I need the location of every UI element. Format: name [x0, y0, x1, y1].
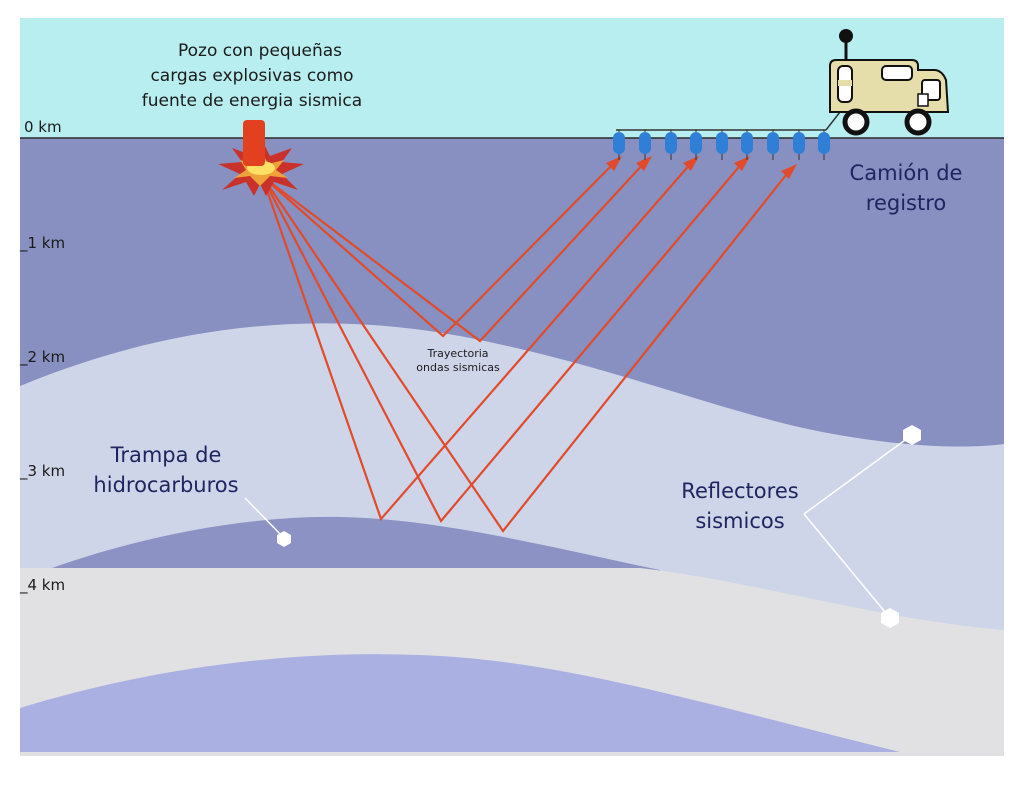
explosive-charge	[243, 120, 265, 166]
svg-text:cargas explosivas como: cargas explosivas como	[150, 66, 353, 86]
truck-connector-cable	[825, 111, 841, 131]
pointer-marker-icon	[903, 425, 921, 445]
seismic-ray	[261, 169, 791, 533]
trap-pointer-line	[244, 497, 285, 539]
depth-label-4: _4 km	[19, 576, 65, 595]
depth-label-2: _2 km	[19, 348, 65, 367]
pointer-marker-icon	[277, 531, 291, 547]
reflectors-label: Reflectores sismicos	[681, 479, 798, 533]
svg-text:Pozo con pequeñas: Pozo con pequeñas	[178, 41, 342, 61]
truck-label: Camión de registro	[850, 161, 963, 215]
geophone-icon	[716, 130, 728, 160]
seismic-ray	[261, 161, 744, 523]
svg-text:Camión de: Camión de	[850, 161, 963, 185]
seismic-ray	[261, 161, 646, 343]
seismic-ray	[261, 161, 616, 338]
geophone-array	[613, 130, 830, 160]
svg-text:Trampa de: Trampa de	[110, 443, 222, 467]
geophone-icon	[639, 130, 651, 160]
pointer-marker-icon	[881, 608, 899, 628]
svg-text:Trayectoria: Trayectoria	[426, 347, 488, 360]
ray-arrowheads	[606, 156, 797, 179]
svg-text:hidrocarburos: hidrocarburos	[93, 473, 238, 497]
depth-label-0: 0 km	[24, 118, 62, 136]
geophone-icon	[613, 130, 625, 160]
reflector-pointer-line-lower	[803, 513, 891, 619]
geophone-icon	[793, 130, 805, 160]
well-label: Pozo con pequeñas cargas explosivas como…	[142, 41, 362, 111]
trap-label: Trampa de hidrocarburos	[93, 443, 238, 497]
truck-icon	[829, 29, 950, 136]
geophone-icon	[741, 130, 753, 160]
svg-text:registro: registro	[866, 191, 946, 215]
geophone-icon	[767, 130, 779, 160]
seismic-ray-paths	[260, 161, 791, 533]
depth-label-1: _1 km	[19, 234, 65, 253]
reflector-pointer-line-upper	[803, 434, 913, 515]
geophone-icon	[818, 130, 830, 160]
geophone-icon	[690, 130, 702, 160]
svg-text:ondas sismicas: ondas sismicas	[416, 361, 500, 374]
deep-rock-layer	[20, 654, 900, 752]
svg-text:sismicos: sismicos	[695, 509, 784, 533]
geophone-icon	[665, 130, 677, 160]
wave-path-label: Trayectoria ondas sismicas	[416, 347, 500, 374]
svg-text:Reflectores: Reflectores	[681, 479, 798, 503]
seismic-ray	[260, 161, 693, 522]
depth-label-3: _3 km	[19, 462, 65, 481]
svg-text:fuente de energia sismica: fuente de energia sismica	[142, 91, 362, 111]
